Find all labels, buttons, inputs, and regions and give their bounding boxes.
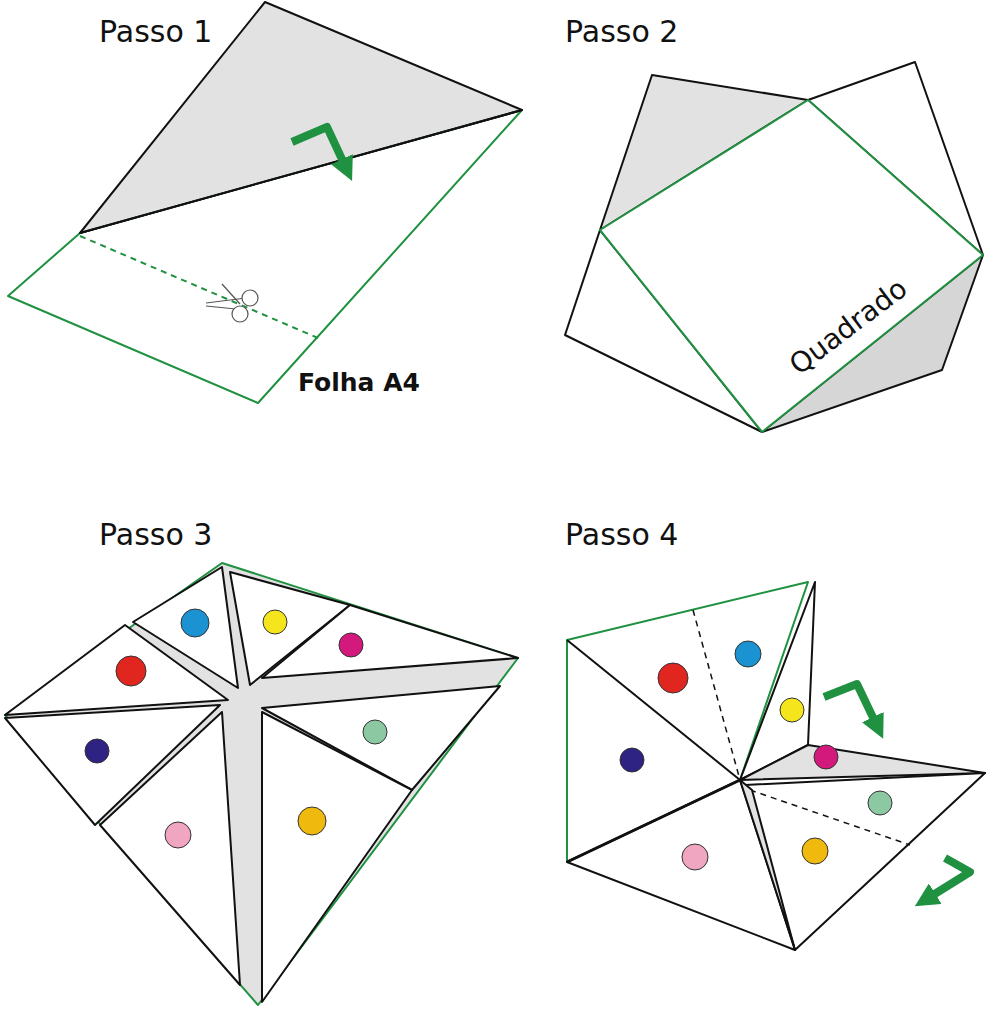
step1-sheet (8, 2, 522, 403)
step-label-holder: Passo 2 (563, 14, 680, 49)
step-label-holder: Passo 1 (97, 14, 214, 49)
step-title: Passo 3 (97, 517, 214, 552)
step3-folded (5, 563, 518, 1005)
step-title: Passo 2 (563, 14, 680, 49)
step-title: Passo 4 (563, 517, 680, 552)
step-title: Passo 1 (97, 14, 214, 49)
step-label-holder: Passo 3 (97, 517, 214, 552)
step4-folding (567, 582, 985, 950)
step-label-holder: Folha A4 (296, 368, 422, 397)
part-label: Folha A4 (296, 368, 422, 397)
scissors-icon (206, 284, 258, 322)
step-label-holder: Passo 4 (563, 517, 680, 552)
step2-square (565, 62, 983, 432)
